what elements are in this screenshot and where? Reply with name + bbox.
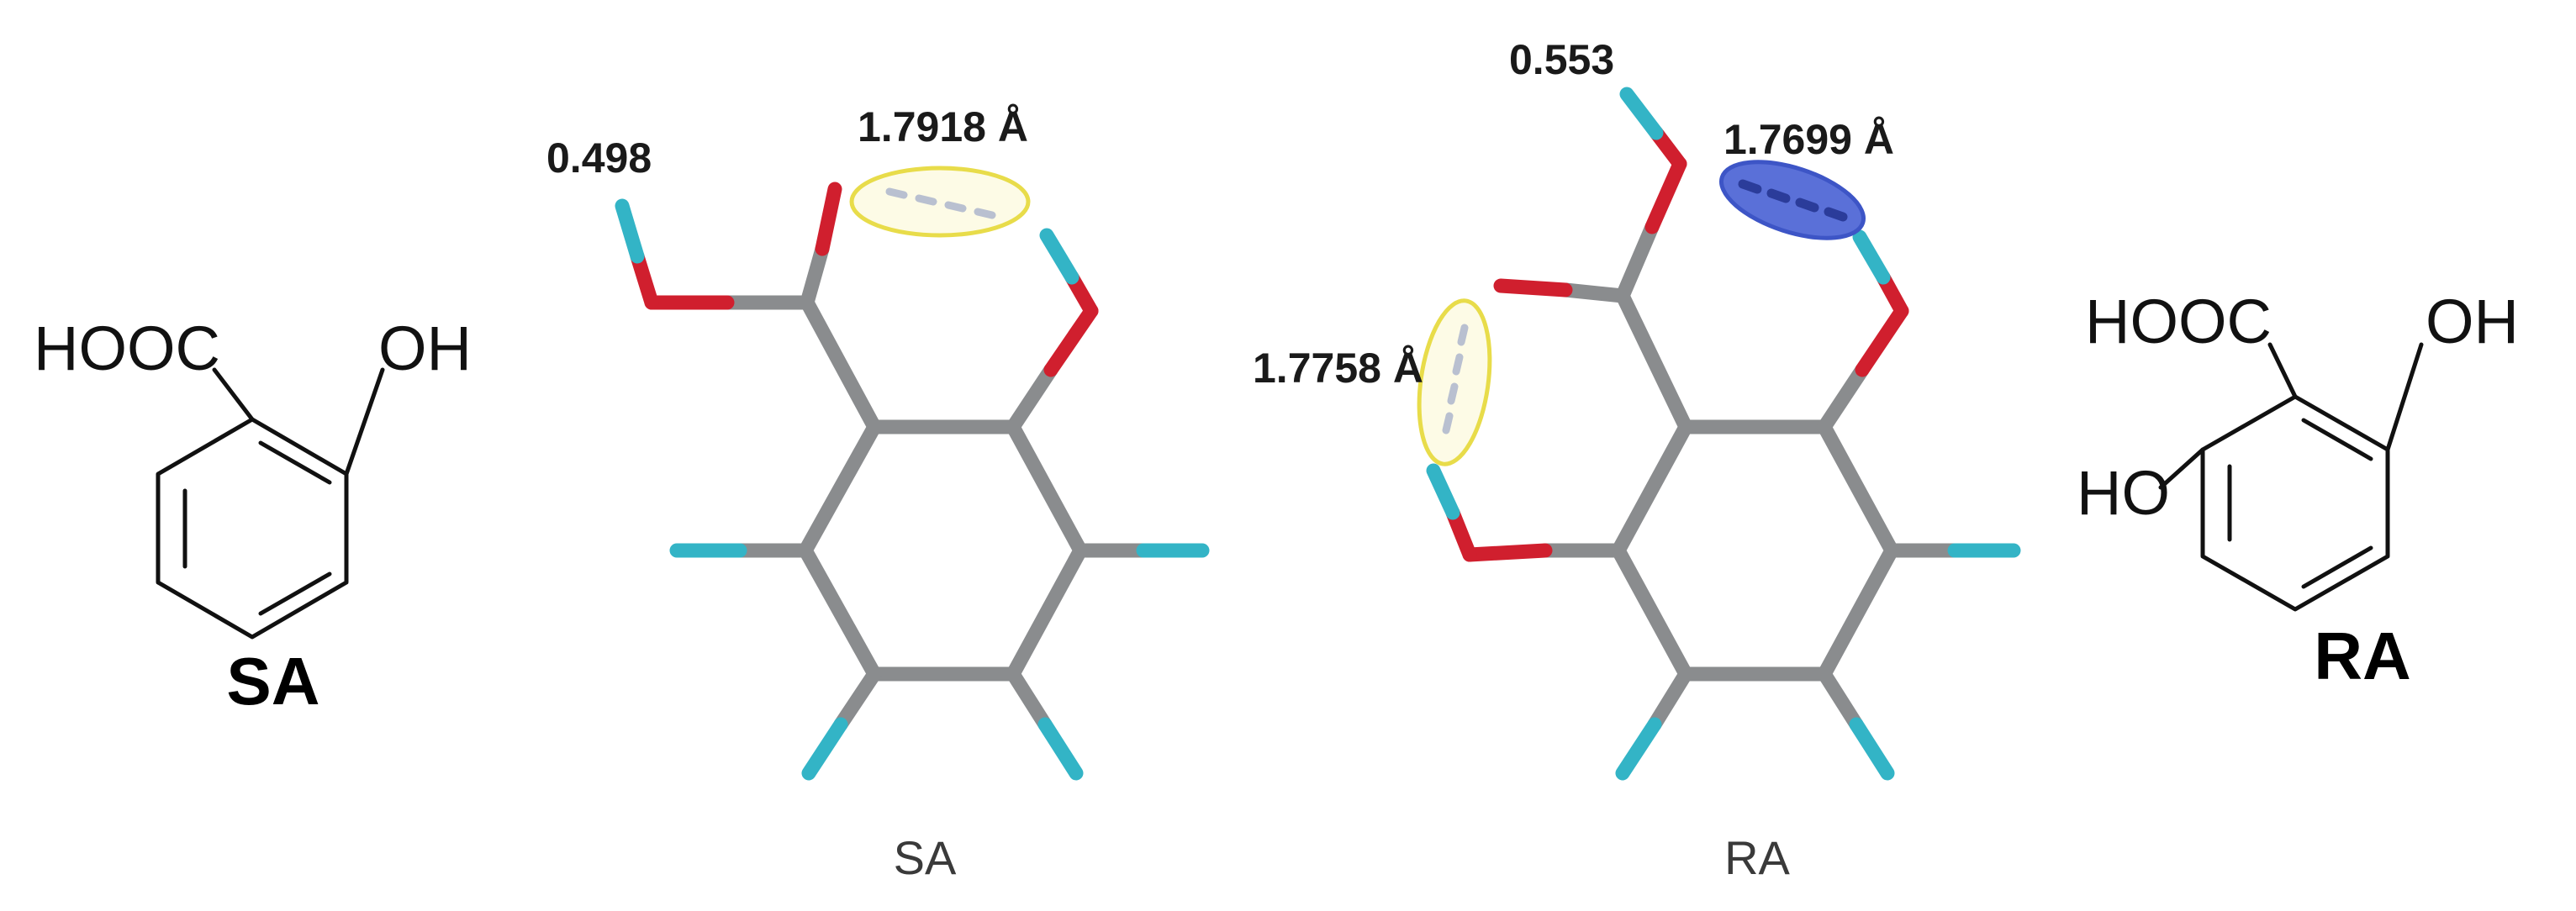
sa-o-h-bond — [615, 198, 645, 264]
ra-o-h-bond — [1445, 505, 1477, 562]
ra-left-hbond-dash — [1457, 324, 1469, 346]
sa-compound-name: SA — [226, 644, 319, 719]
ra-phenol-o — [1462, 543, 1553, 562]
sa-c-h-bond — [833, 666, 882, 732]
sa-hbond-dash — [915, 194, 937, 206]
ra-upper-hbond-dash — [1738, 179, 1762, 194]
ra-o-h-bond — [1852, 229, 1891, 285]
ra-ring-double-bond — [2301, 545, 2373, 589]
sa-c-c-bond — [798, 419, 882, 558]
ra-structure: HOOC OH HO RA — [2077, 287, 2519, 693]
ra-cooh-label: HOOC — [2085, 287, 2272, 356]
ra-model: 0.553 1.7699 Å 1.7758 Å RA — [1253, 36, 2021, 884]
sa-model-caption: SA — [894, 831, 957, 884]
sa-phenol-o — [1043, 303, 1099, 377]
ra-bond-oh-top — [2385, 342, 2424, 452]
ra-c-c-bond — [1615, 288, 1693, 434]
sa-c-c-bond — [1006, 419, 1088, 558]
ra-model-caption: RA — [1724, 831, 1790, 884]
sa-c-h-bond — [1037, 717, 1084, 781]
ra-bond-oh-left — [2158, 447, 2205, 490]
sa-charge-value: 0.498 — [546, 134, 652, 182]
ra-ring-double-bond — [2301, 418, 2373, 461]
sa-c-o-bond — [1006, 362, 1058, 434]
ra-upper-hbond-highlight — [1718, 160, 1866, 240]
sa-carbonyl-o — [815, 182, 842, 256]
sa-ring-double-bond — [258, 440, 332, 485]
ra-bond-cooh — [2267, 342, 2298, 399]
sa-oh-label: OH — [378, 313, 472, 383]
ra-left-hbond-dash — [1447, 382, 1459, 405]
ra-compound-name: RA — [2314, 619, 2411, 693]
ra-oh-left-label: HO — [2077, 458, 2170, 528]
ra-left-hbond-dash — [1442, 412, 1454, 434]
ra-c-c-bond — [1611, 419, 1693, 558]
ra-upper-hbond-dash — [1795, 197, 1819, 213]
ra-c-h-bond — [1615, 717, 1662, 781]
sa-o-h-bond — [630, 249, 659, 310]
sa-ring-double-bond — [258, 571, 332, 616]
ra-carbonyl-o — [1493, 278, 1573, 298]
ra-c-c-bond — [1817, 543, 1899, 682]
ra-o-h-bond — [1619, 87, 1664, 140]
sa-hbond-highlight — [849, 166, 1031, 238]
ra-upper-hbond-dash — [1766, 188, 1791, 203]
ra-c-h-bond — [1817, 666, 1864, 732]
sa-cooh-label: HOOC — [34, 313, 220, 383]
sa-c-c-bond — [798, 543, 882, 682]
sa-model: 0.498 1.7918 Å SA — [546, 103, 1210, 884]
ra-left-hbond-highlight — [1417, 298, 1492, 466]
ra-c-h-bond — [1647, 666, 1693, 732]
ra-o-h-bond — [1426, 463, 1460, 520]
sa-c-o-bond — [800, 241, 830, 310]
sa-structure: HOOC OH SA — [34, 313, 472, 719]
sa-hbond-dash — [944, 201, 967, 213]
ra-c-h-bond — [1849, 717, 1895, 781]
sa-bond-oh — [344, 367, 385, 477]
ra-c-o-bond — [1615, 219, 1660, 303]
ra-left-hbond-dash — [1452, 353, 1464, 376]
ra-c-o-bond — [1558, 282, 1630, 303]
ra-oh-top-label: OH — [2426, 287, 2519, 356]
ra-c-c-bond — [1611, 543, 1693, 682]
sa-c-h-bond — [801, 717, 848, 781]
ra-phenol-o — [1855, 303, 1909, 377]
ra-upper-hbond-dash — [1824, 207, 1848, 222]
ra-charge-value: 0.553 — [1509, 36, 1614, 83]
ra-upper-hbond-length: 1.7699 Å — [1723, 116, 1894, 163]
ra-c-o-bond — [1817, 362, 1870, 434]
sa-c-h-bond — [1006, 666, 1053, 732]
sa-hbond-dash — [885, 187, 908, 199]
ra-c-c-bond — [1817, 419, 1899, 558]
ra-left-hbond-length: 1.7758 Å — [1253, 345, 1423, 392]
sa-bond-cooh — [212, 367, 255, 422]
ra-hydroxyl-o — [1644, 156, 1687, 234]
sa-hbond-dash — [974, 208, 996, 219]
sa-o-h-bond — [1039, 228, 1079, 285]
sa-hbond-length: 1.7918 Å — [858, 103, 1028, 150]
sa-c-c-bond — [800, 295, 882, 434]
sa-c-c-bond — [1006, 543, 1088, 682]
